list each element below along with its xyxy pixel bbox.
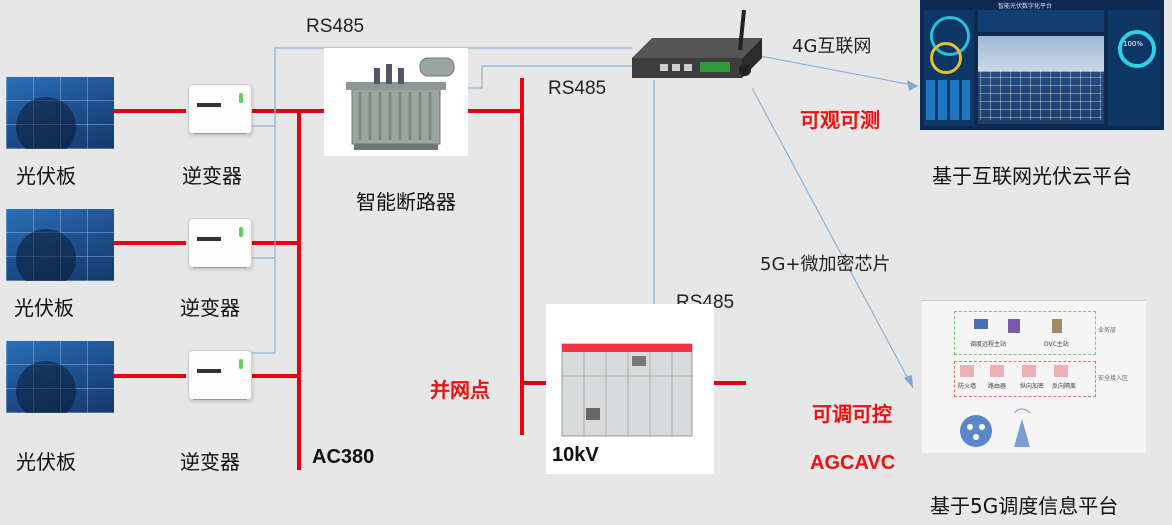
pv-panel-2 xyxy=(6,209,114,281)
inverter-label-2: 逆变器 xyxy=(180,296,240,320)
dashboard-title: 智能光伏数字化平台 xyxy=(998,3,1053,10)
pv-label-2: 光伏板 xyxy=(14,296,74,320)
dispatch-platform-label: 基于5G调度信息平台 xyxy=(930,494,1119,518)
agcavc-label: AGCAVC xyxy=(810,452,896,474)
cloud-platform-label: 基于互联网光伏云平台 xyxy=(932,164,1132,188)
inverter-1 xyxy=(188,84,252,134)
cloud-dashboard: 智能光伏数字化平台 100% xyxy=(920,0,1164,130)
dispatch-row2-item-3: 纵向加密 xyxy=(1020,383,1045,390)
breaker-label: 智能断路器 xyxy=(356,190,456,214)
chip-label: 5G+微加密芯片 xyxy=(760,254,891,275)
pv-panel-3 xyxy=(6,341,114,413)
network-5g-icon xyxy=(960,408,1031,447)
voltage-10kv-label: 10kV xyxy=(552,444,599,466)
inverter-3 xyxy=(188,350,252,400)
dispatch-row2-right: 安全接入区 xyxy=(1098,375,1129,382)
dashboard-gauge-value: 100% xyxy=(1123,40,1144,48)
net-4g-label: 4G互联网 xyxy=(792,36,872,57)
inverter-label-3: 逆变器 xyxy=(180,450,240,474)
pv-label-3: 光伏板 xyxy=(16,450,76,474)
dispatch-row2-item-4: 反向隔离 xyxy=(1052,383,1077,390)
switchgear-cabinet-icon xyxy=(561,343,693,437)
ac380-label: AC380 xyxy=(312,446,375,468)
dispatch-panel: 调度远程主站 DVC主站 业务层 防火墙 路由器 纵向加密 反向隔离 安全接入区 xyxy=(922,300,1146,453)
grid-point-label: 并网点 xyxy=(430,378,490,402)
rs485-label-top: RS485 xyxy=(306,16,365,37)
observable-label: 可观可测 xyxy=(800,108,880,132)
rs485-label-mid: RS485 xyxy=(548,78,607,99)
dispatch-row1-b: DVC主站 xyxy=(1044,341,1069,348)
controllable-label: 可调可控 xyxy=(812,402,892,426)
breaker-image xyxy=(324,48,468,156)
pv-label-1: 光伏板 xyxy=(16,164,76,188)
pv-panel-1 xyxy=(6,77,114,149)
dispatch-row2-item-1: 防火墙 xyxy=(958,383,977,390)
dispatch-row1-a: 调度远程主站 xyxy=(970,341,1007,348)
switchgear-image: 10kV xyxy=(546,304,714,474)
transformer-icon xyxy=(346,57,455,150)
inverter-2 xyxy=(188,218,252,268)
inverter-label-1: 逆变器 xyxy=(182,164,242,188)
dispatch-row2-item-2: 路由器 xyxy=(988,383,1007,390)
dispatch-row1-right: 业务层 xyxy=(1098,327,1117,334)
